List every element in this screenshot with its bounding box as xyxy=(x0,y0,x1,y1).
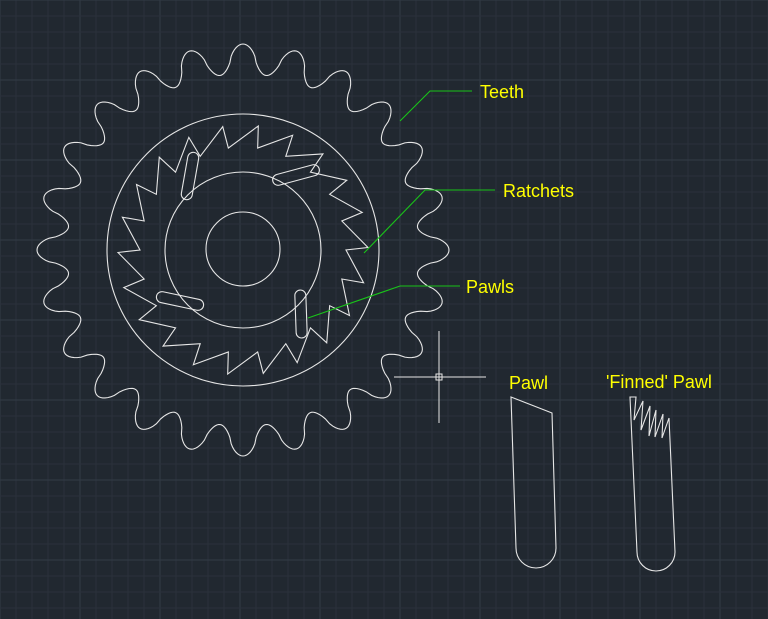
label-ratchets: Ratchets xyxy=(503,181,574,201)
bore-circle xyxy=(205,211,281,287)
leader-ratchets xyxy=(363,189,495,254)
leader-line-pawls xyxy=(307,285,460,319)
hub-circle xyxy=(164,171,322,329)
label-pawl: Pawl xyxy=(509,373,548,393)
label-pawls: Pawls xyxy=(466,277,514,297)
pawl-3 xyxy=(155,291,205,311)
ratchet-teeth-outline xyxy=(116,124,370,376)
sprocket-teeth-outline xyxy=(36,43,450,457)
ratchet-housing-circle xyxy=(106,113,380,387)
label-finned-pawl: 'Finned' Pawl xyxy=(606,372,712,392)
leader-line-teeth xyxy=(399,90,472,122)
pawl-1 xyxy=(180,151,200,201)
pawls-group xyxy=(155,151,320,339)
sprocket-assembly xyxy=(36,43,450,457)
leader-teeth xyxy=(399,90,472,122)
pawl-2 xyxy=(272,164,320,186)
finned-pawl-detail-shape xyxy=(629,396,676,572)
detail-pawl xyxy=(510,396,557,569)
detail-finned-pawl xyxy=(629,396,676,572)
crosshair-cursor-icon xyxy=(394,331,486,423)
label-teeth: Teeth xyxy=(480,82,524,102)
pawl-4 xyxy=(294,289,308,339)
pawl-detail-shape xyxy=(510,396,557,569)
leader-line-ratchets xyxy=(363,189,495,254)
leader-pawls xyxy=(307,285,460,319)
